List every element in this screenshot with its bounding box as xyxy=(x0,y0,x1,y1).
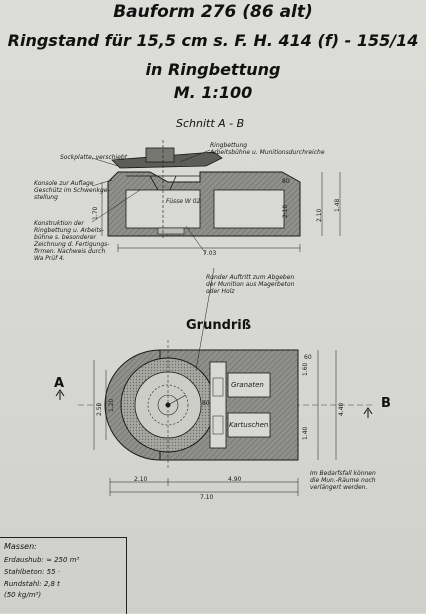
dim-section-height-c: 1.70 xyxy=(92,206,99,220)
dim-section-width: 7.03 xyxy=(203,250,217,257)
legend-row-erdaushub: Erdaushub: ≈ 250 m³ xyxy=(4,556,80,564)
dim-section-height-b: 1.48 xyxy=(334,198,341,212)
legend-row-kg: (50 kg/m³) xyxy=(4,591,42,599)
corridor-void xyxy=(209,361,227,449)
label-plan-note: Im Bedarfsfall können die Mun.-Räume noc… xyxy=(310,470,376,491)
title-bauform: Bauform 276 (86 alt) xyxy=(113,2,313,22)
dim-plan-inner-b: 1.20 xyxy=(108,398,115,412)
label-konsole: Konsole zur Auflage Geschütz im Schwenkg… xyxy=(34,180,110,201)
ammo-room-void xyxy=(213,189,285,229)
section-letter-a: A xyxy=(54,376,65,391)
dim-plan-right-b: 60 xyxy=(304,354,312,361)
arrow-a-icon xyxy=(55,389,65,400)
granaten-room xyxy=(227,372,271,398)
label-fuesse: Füsse W 02 xyxy=(166,198,201,205)
legend-heading: Massen: xyxy=(4,542,37,551)
plan-heading: Grundriß xyxy=(186,318,252,333)
dim-plan-mid: 4.90 xyxy=(228,476,242,483)
label-sockplatte: Sockplatte, verschiebt xyxy=(60,154,128,161)
kartuschen-room xyxy=(227,412,271,438)
plan-view xyxy=(93,267,337,496)
dim-plan-inner-c: 1.40 xyxy=(302,426,309,440)
cut-markers xyxy=(55,389,373,418)
section-view xyxy=(78,140,372,406)
title-ringbettung: in Ringbettung xyxy=(145,60,281,79)
dim-plan-height: 4.40 xyxy=(338,402,345,416)
section-letter-b: B xyxy=(381,396,391,411)
section-heading: Schnitt A - B xyxy=(176,117,245,130)
dim-section-top: 80 xyxy=(282,178,290,185)
dim-section-height-d: 2.10 xyxy=(282,204,289,218)
gun-cradle xyxy=(145,147,175,163)
legend-row-stahlbeton: Stahlbeton: 55 · xyxy=(4,568,61,576)
floor-slab xyxy=(157,227,185,235)
quantities-legend: Massen: Erdaushub: ≈ 250 m³ Stahlbeton: … xyxy=(0,537,127,614)
label-konstruktion: Konstruktion der Ringbettung u. Arbeits-… xyxy=(34,220,110,262)
label-ringbettung: Ringbettung Arbeitsbühne u. Munitionsdur… xyxy=(210,142,325,156)
label-runder-auftritt: Runder Auftritt zum Abgeben der Munition… xyxy=(206,274,295,295)
dim-section-height-a: 2.10 xyxy=(316,208,323,222)
dim-plan-total: 7.10 xyxy=(200,494,214,501)
title-scale: M. 1:100 xyxy=(173,83,253,102)
dim-plan-right-a: 1.60 xyxy=(302,362,309,376)
title-ringstand: Ringstand für 15,5 cm s. F. H. 414 (f) -… xyxy=(7,31,419,50)
dim-plan-left: 2.10 xyxy=(134,476,148,483)
arrow-b-icon xyxy=(363,407,373,418)
label-kartuschen: Kartuschen xyxy=(229,421,269,429)
dim-plan-inner: 2.50 xyxy=(96,402,103,416)
label-granaten: Granaten xyxy=(231,381,264,389)
dim-plan-small: 80 xyxy=(202,400,210,407)
legend-row-rundstahl: Rundstahl: 2,8 t xyxy=(4,580,60,588)
